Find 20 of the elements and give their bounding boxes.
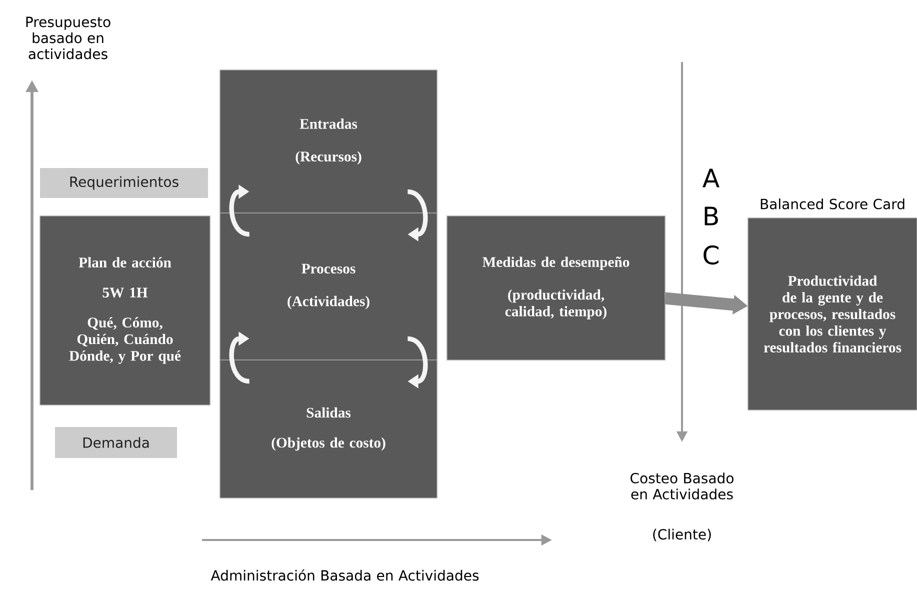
axis-label: Administración Basada en Actividades — [210, 569, 479, 581]
letter-label: A — [702, 168, 720, 188]
tag-box: Requerimientos — [40, 168, 208, 198]
curved-arrow — [407, 336, 428, 388]
curved-arrow — [229, 184, 250, 237]
process-box: Productividad de la gente y de procesos, resultados con los clientes y resultados financieros — [748, 218, 917, 410]
letter-label: C — [704, 245, 718, 265]
process-box: Procesos (Actividades) — [220, 212, 438, 360]
tag-box: Demanda — [55, 427, 177, 458]
curved-arrow — [407, 189, 428, 242]
letter-label: B — [704, 206, 718, 226]
process-box: Salidas (Objetos de costo) — [220, 360, 438, 498]
curved-arrow — [229, 332, 250, 384]
box-heading: Balanced Score Card — [760, 198, 904, 210]
axis-label: Costeo Basado en Actividades — [630, 472, 734, 500]
process-box: Medidas de desempeño (productividad, calidad, tiempo) — [446, 216, 666, 360]
process-box: Plan de acción 5W 1H Qué, Cómo, Quién, Cuándo Dónde, y Por qué — [40, 216, 210, 406]
process-box: Entradas (Recursos) — [220, 70, 438, 214]
axis-label: Presupuesto basado en actividades — [26, 16, 110, 60]
axis-label: (Cliente) — [653, 528, 711, 542]
